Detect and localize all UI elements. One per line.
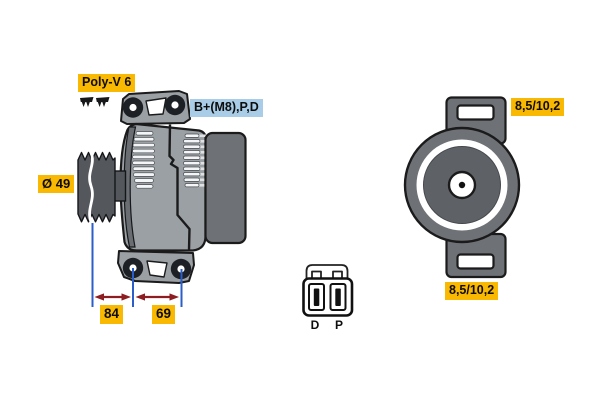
rear-vent-slots: [183, 133, 201, 188]
ribbed-belt-icon: [80, 97, 110, 107]
bottom-mounting-bracket: [117, 250, 195, 284]
mount-slot-bottom: [456, 253, 495, 270]
shaft-center: [458, 181, 466, 189]
pin-blade-d: [313, 288, 320, 306]
dim-arrow-69: [135, 293, 179, 301]
mount-hole-bottom-label: 8,5/10,2: [445, 282, 499, 300]
pin-blade-p: [335, 288, 341, 306]
pin-p-label: P: [334, 318, 343, 332]
belt-type-label: Poly-V 6: [78, 74, 136, 92]
mount-slot-top: [456, 104, 495, 121]
pulley-diameter-label: Ø 49: [38, 175, 75, 194]
rear-fin-strip: [198, 134, 207, 187]
front-vent-slots: [132, 131, 155, 189]
dimension-lines: [91, 223, 183, 307]
side-view: [77, 90, 247, 307]
alternator-body: [119, 122, 207, 252]
top-mounting-bracket: [120, 90, 191, 125]
top-mount-eye-front: [122, 97, 144, 118]
break-line: [88, 151, 94, 223]
front-housing-rim: [123, 126, 137, 248]
rear-view: [403, 96, 521, 279]
rear-cover: [204, 131, 247, 245]
housing-seam: [168, 124, 191, 251]
connector-diagram: [302, 264, 354, 317]
dim-arrow-84: [94, 293, 131, 301]
pin-d-label: D: [310, 318, 320, 332]
connector-latch: [305, 264, 349, 283]
dimension-69-label: 69: [152, 305, 176, 324]
mount-hole-top-label: 8,5/10,2: [511, 98, 565, 116]
terminals-label: B+(M8),P,D: [190, 99, 263, 117]
top-mount-eye-rear: [164, 94, 186, 116]
dimension-84-label: 84: [100, 305, 124, 324]
pulley: [77, 151, 116, 223]
